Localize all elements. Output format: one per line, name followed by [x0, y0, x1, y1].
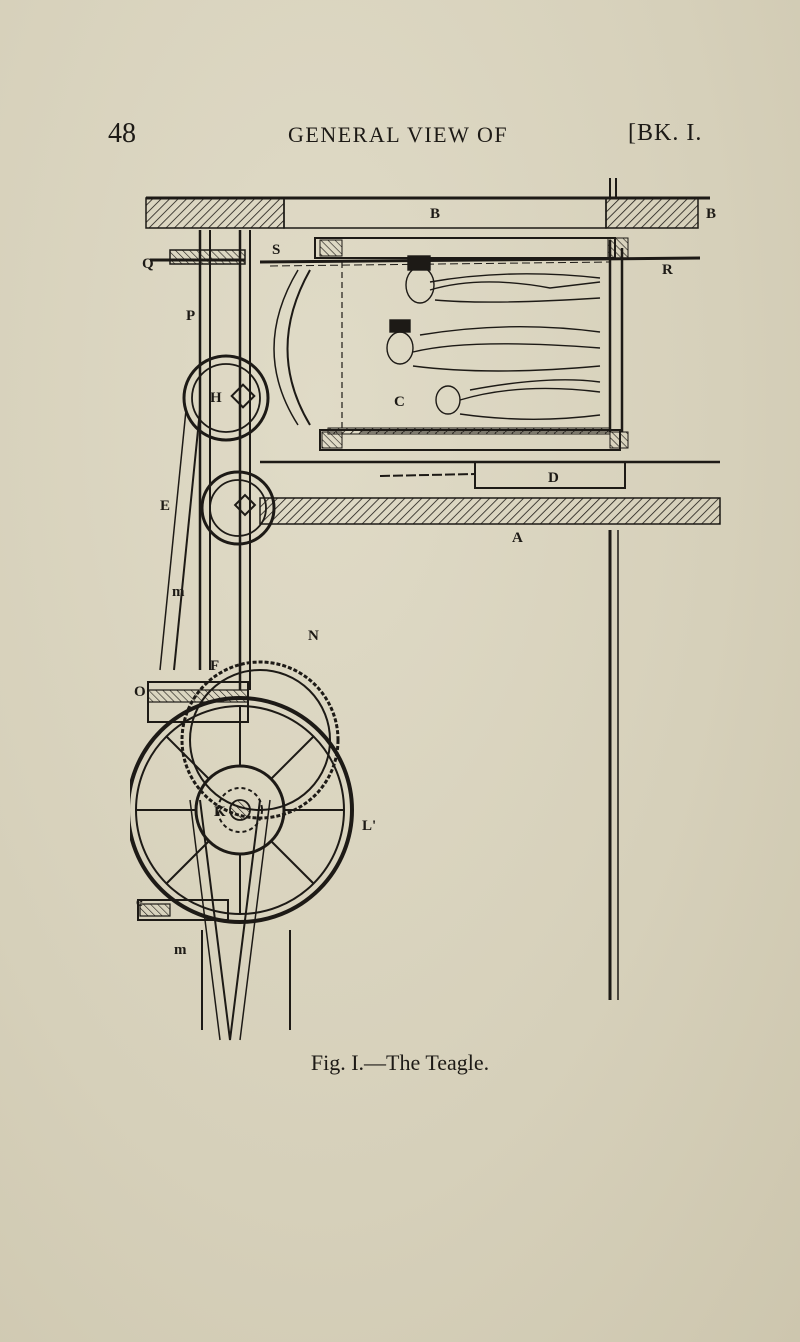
label-D: D	[548, 470, 559, 486]
running-head: GENERAL VIEW OF	[288, 122, 509, 147]
page-header: 48 GENERAL VIEW OF [BK. I.	[108, 118, 708, 154]
label-R: R	[662, 262, 673, 278]
label-L: L'	[362, 818, 376, 834]
label-Q: Q	[142, 256, 154, 272]
cage-frame	[259, 237, 701, 451]
label-P: P	[186, 308, 195, 324]
label-B-top: B	[430, 206, 440, 222]
label-K: K	[214, 804, 226, 820]
passenger-figures	[386, 255, 601, 420]
label-S: S	[272, 242, 280, 258]
label-C: C	[394, 394, 405, 410]
label-E: E	[160, 498, 170, 514]
label-H: H	[210, 390, 222, 406]
page-number: 48	[108, 118, 136, 149]
gear-and-flywheel	[130, 660, 354, 1041]
lower-beam	[259, 460, 721, 1000]
top-beam	[145, 178, 710, 229]
label-F: F	[210, 658, 219, 674]
label-B-right: B	[706, 206, 716, 222]
figure-letters: B B S Q R P H C D E A m N F O K L' e m	[134, 206, 716, 958]
label-m1: m	[172, 584, 185, 600]
label-O: O	[134, 684, 146, 700]
section-reference: [BK. I.	[628, 120, 703, 146]
label-A: A	[512, 530, 523, 546]
teagle-engraving: B B S Q R P H C D E A m N F O K L' e m	[130, 178, 721, 1041]
figure-caption: Fig. I.—The Teagle.	[310, 1050, 490, 1075]
shaft-pulleys	[150, 230, 276, 690]
label-e: e	[136, 894, 143, 910]
label-m2: m	[174, 942, 187, 958]
label-N: N	[308, 628, 319, 644]
